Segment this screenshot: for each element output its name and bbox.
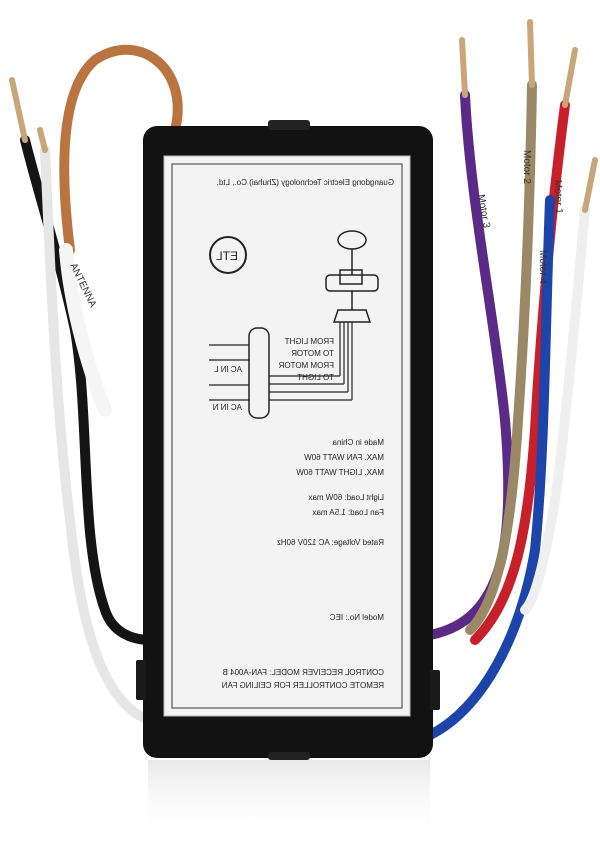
spec-line-9: Made in China <box>332 438 384 447</box>
label-company: Guangdong Electric Technology (Zhuhai) C… <box>217 178 394 187</box>
copper-strand-right-1 <box>459 37 468 98</box>
spec-line-4: Rated Voltage: AC 120V 60Hz <box>277 538 384 547</box>
spec-line-2: CONTROL RECEIVER MODEL: FAN-A004 B <box>222 668 384 677</box>
certification-logo-text: ETL <box>216 249 238 263</box>
tan-wire <box>465 80 537 635</box>
left-wire-bundle: ANTENNA <box>9 44 183 725</box>
spec-line-7: MAX. FAN WATT 60W <box>304 453 384 462</box>
blue-wire <box>425 195 555 740</box>
white-wire-right <box>520 205 590 615</box>
label-content: Guangdong Electric Technology (Zhuhai) C… <box>209 178 394 690</box>
motor-1-tag: Motor 1 <box>552 180 564 215</box>
spec-line-1: REMOTE CONTROLLER FOR CEILING FAN <box>222 681 384 690</box>
spec-line-6: Light Load: 60W max <box>308 493 384 502</box>
right-wire-bundle: Motor 3 Motor 2 Motor 1 Motor 4 <box>425 19 598 740</box>
copper-strand-right-2 <box>527 19 535 88</box>
spec-line-3: Model No.: IEC <box>330 613 384 622</box>
certification-logo <box>209 236 247 274</box>
fan-diagram <box>325 230 379 323</box>
wiring-label-1: FROM LIGHT <box>285 337 334 346</box>
purple-wire <box>425 90 514 640</box>
wiring-label-3: FROM MOTOR <box>278 361 334 370</box>
label-inner-border <box>171 163 403 709</box>
wiring-label-6: AC IN N <box>212 403 242 412</box>
spec-line-5: Fan Load: 1.5A max <box>312 508 384 517</box>
housing-left-tab <box>136 660 146 700</box>
wiring-label-2: TO MOTOR <box>291 349 334 358</box>
wiring-label-5: AC IN L <box>213 365 242 374</box>
wiring-label-4: TO LIGHT <box>297 373 334 382</box>
spec-line-8: MAX. LIGHT WATT 60W <box>296 468 384 477</box>
spec-lines: Made in China MAX. FAN WATT 60W MAX. LIG… <box>222 438 384 690</box>
housing-right-tab <box>430 670 440 710</box>
wiring-diagram: FROM LIGHT TO MOTOR FROM MOTOR TO LIGHT … <box>209 322 353 419</box>
white-wire-tagged <box>59 243 112 417</box>
copper-strand-right-3 <box>562 47 578 108</box>
receiver-housing <box>143 120 433 760</box>
copper-strand-left-2 <box>37 127 48 153</box>
product-label <box>163 155 411 717</box>
housing-bottom-notch <box>268 752 310 760</box>
housing-reflection <box>148 760 430 840</box>
white-wire <box>40 145 153 725</box>
copper-strand-right-4 <box>582 157 598 213</box>
orange-wire <box>59 44 183 255</box>
housing-top-notch <box>268 120 310 130</box>
motor-4-tag: Motor 4 <box>537 250 548 284</box>
motor-2-tag: Motor 2 <box>521 150 532 184</box>
copper-strand-left-1 <box>9 77 28 143</box>
